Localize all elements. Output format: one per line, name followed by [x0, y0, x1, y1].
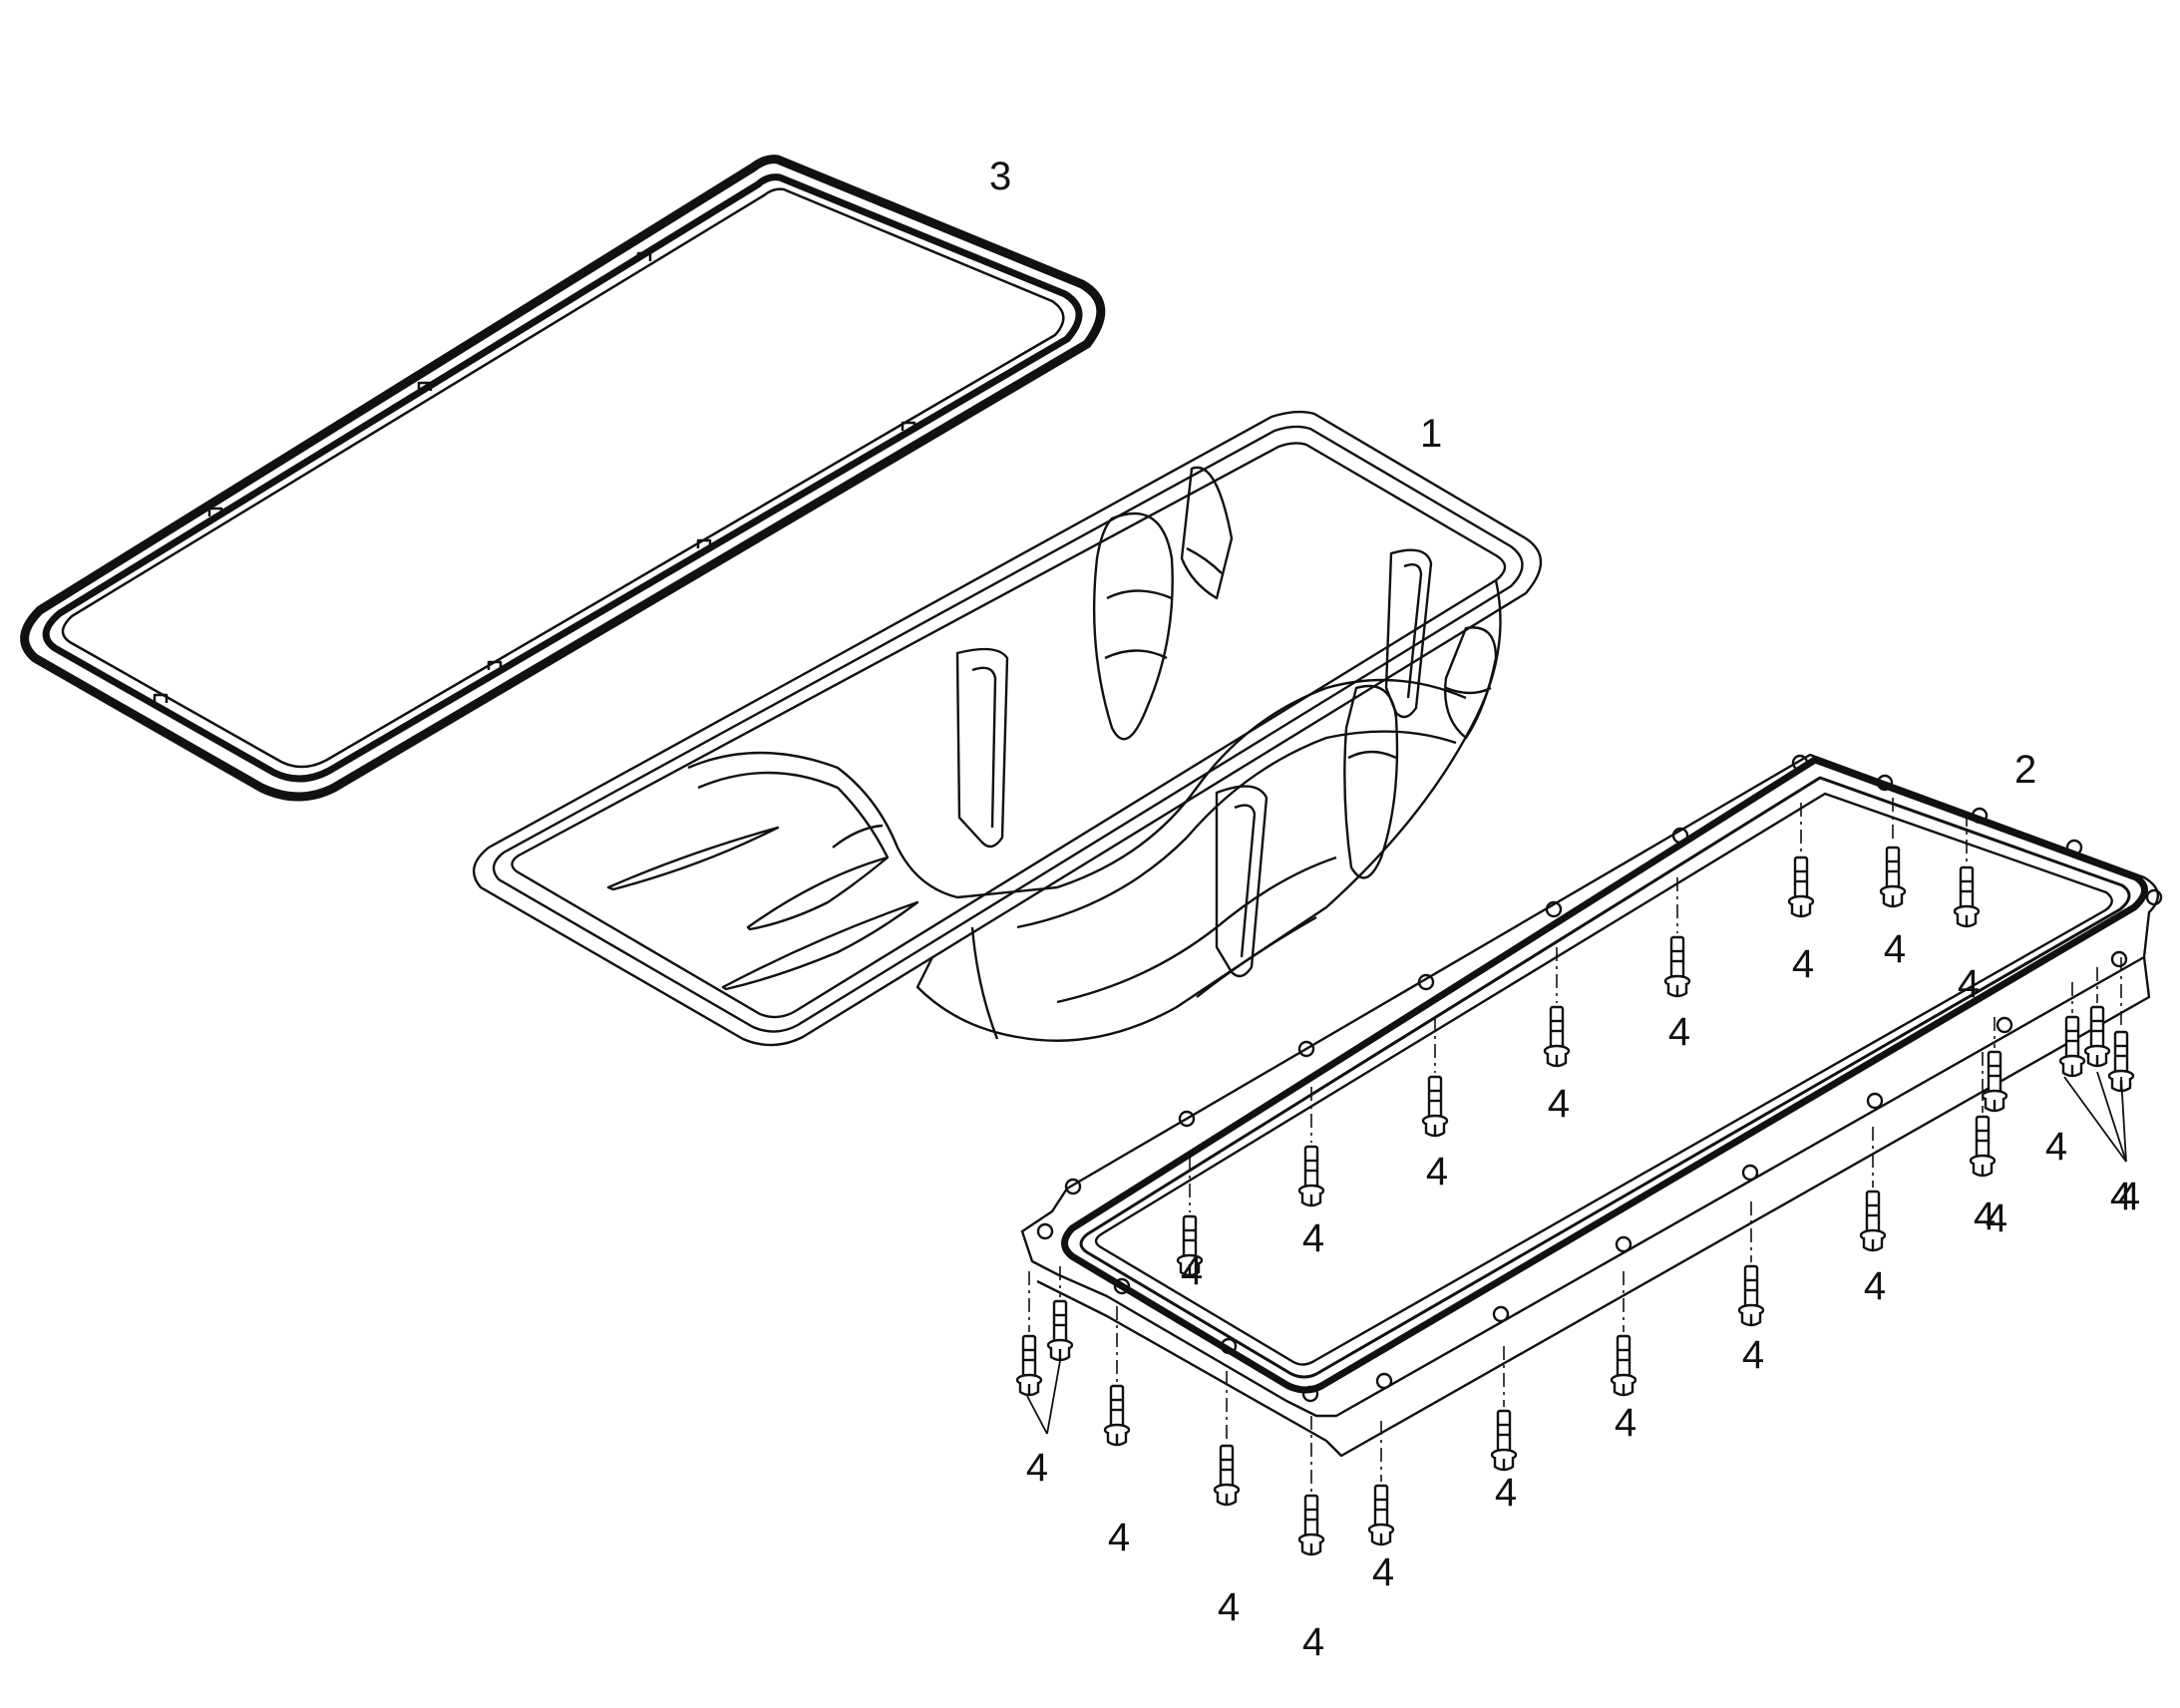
bolt-callout-label: 4: [1864, 1264, 1886, 1308]
bolt-callout-label: 4: [2045, 1125, 2067, 1169]
bolt: [1103, 1306, 1131, 1447]
bolt-callout-label: 4: [1548, 1082, 1570, 1126]
bolt: [1046, 1266, 1074, 1362]
bolt: [1213, 1371, 1241, 1507]
bolt-shank: [1549, 1005, 1565, 1051]
bolt-callout-label: 4: [1615, 1401, 1636, 1445]
bolt-shank: [1496, 1409, 1512, 1455]
bolt: [2107, 957, 2135, 1093]
bolt: [2058, 982, 2086, 1078]
bolt-callout-label: 4: [1026, 1446, 1048, 1490]
bolt-shank: [2113, 1030, 2129, 1076]
part-number-3: 3: [989, 155, 1011, 198]
bolt-shank: [1793, 855, 1809, 901]
bolt-shank: [1219, 1444, 1235, 1490]
bolt-callout-label: 4: [1108, 1516, 1130, 1559]
bolt-shank: [1303, 1494, 1319, 1539]
bolt: [1297, 1087, 1325, 1207]
bolt: [1879, 798, 1907, 908]
gasket: [20, 155, 1106, 802]
bolt-shank: [1975, 1115, 1991, 1161]
bolt-shank: [1987, 1050, 2002, 1096]
bolt-callout-label: 4: [1218, 1585, 1240, 1629]
bolt-shank: [1885, 846, 1901, 891]
bolt-callout-label: 4: [1668, 1010, 1690, 1054]
bolt-callout-label: 4: [1372, 1550, 1394, 1594]
bolt-callout-label: 4: [1974, 1195, 1996, 1238]
bolt-shank: [2064, 1015, 2080, 1061]
bolt-shank: [1021, 1334, 1037, 1380]
oil-pan-frame: [1020, 753, 2163, 1458]
callout-leader: [1046, 1360, 1061, 1435]
bolt-callout-label: 4: [2118, 1175, 2140, 1218]
part-number-1: 1: [1420, 412, 1442, 456]
bolt-callout-label: 4: [1884, 927, 1906, 971]
bolt: [1490, 1346, 1518, 1472]
oil-pan: [472, 410, 1543, 1047]
bolt-callout-label: 4: [1958, 962, 1980, 1006]
bolt-shank: [1373, 1484, 1389, 1530]
callout-leader: [2120, 1076, 2127, 1163]
bolt-callout-label: 4: [1181, 1249, 1203, 1293]
bolt-callout-label: 4: [1742, 1333, 1764, 1377]
bolt: [1176, 1157, 1204, 1277]
bolt-callout-label: 4: [2110, 1175, 2132, 1218]
bolt: [1787, 803, 1815, 918]
bolt: [1297, 1416, 1325, 1556]
callout-leader: [1026, 1395, 1048, 1435]
bolt-shank: [2089, 1005, 2105, 1051]
bolt-shank: [1616, 1334, 1632, 1380]
callout-leader: [2096, 1071, 2127, 1163]
bolt: [1421, 1017, 1449, 1138]
bolt-shank: [1669, 935, 1685, 981]
bolt-callout-label: 4: [1792, 942, 1814, 986]
bolt-callout-label: 4: [1302, 1216, 1324, 1260]
bolt-callout-label: 4: [1986, 1196, 2007, 1240]
bolt: [1015, 1271, 1043, 1397]
bolt: [1367, 1421, 1395, 1546]
bolt-callout-label: 4: [1495, 1471, 1517, 1515]
bolt-shank: [1743, 1264, 1759, 1310]
bolt-shank: [1303, 1145, 1319, 1191]
bolt-shank: [1052, 1299, 1068, 1345]
bolt: [1859, 1127, 1887, 1252]
bolt-callout-label: 4: [1302, 1620, 1324, 1664]
bolt-shank: [1427, 1075, 1443, 1121]
bolt: [1737, 1201, 1765, 1327]
bolt-shank: [1109, 1384, 1125, 1430]
bolt: [1610, 1271, 1637, 1397]
bolt-shank: [1865, 1190, 1881, 1235]
bolt: [1953, 813, 1981, 928]
part-number-2: 2: [2014, 748, 2036, 792]
callout-leader: [2063, 1076, 2127, 1163]
bolt: [1543, 947, 1571, 1068]
bolt: [1663, 877, 1691, 998]
bolt: [1969, 1052, 1997, 1178]
bolt-callout-label: 4: [1426, 1150, 1448, 1194]
bolts: [1015, 798, 2135, 1556]
bolt: [1981, 1017, 2008, 1113]
bolt-shank: [1959, 865, 1975, 911]
bolt: [2083, 967, 2111, 1068]
